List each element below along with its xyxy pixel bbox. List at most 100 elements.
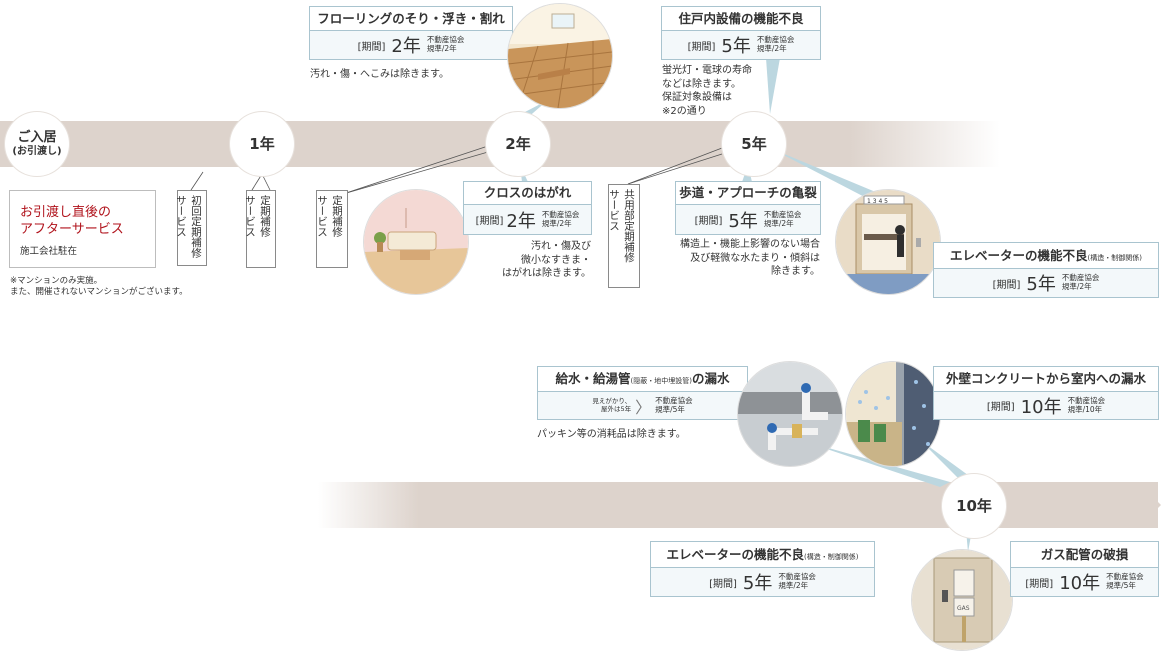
gas-pipe-years: 10年 [1059,573,1101,594]
water-pipe-title-end: の漏水 [691,371,730,386]
timeline-year-5: 5年 [722,112,786,176]
after-service-note-2: また、開催されないマンションがございます。 [10,287,188,298]
equipment-note-4: ※2の通り [662,105,707,117]
exterior-wall-years: 10年 [1020,396,1062,418]
exterior-wall-period-label: [期間] [986,402,1015,413]
elevator5-title: エレベーターの機能不良 [950,248,1088,263]
gas-pipe-std-2: 規準/5年 [1106,581,1136,590]
gas-label-text: GAS [957,605,970,612]
cloth-note: 汚れ・傷及び 微小なすきま・ はがれは除きます。 [497,240,591,281]
equipment-period: [期間] 5年 不動産協会 規準/2年 [662,31,820,59]
flooring-standard: 不動産協会 規準/2年 [427,36,465,53]
elevator5-title-small: (構造・制御関係) [1087,254,1142,262]
elevator5-card: エレベーターの機能不良(構造・制御関係) [期間] 5年 不動産協会 規準/2年 [933,242,1159,298]
equipment-note: 蛍光灯・電球の寿命 などは除きます。 保証対象設備は ※2の通り [662,64,752,118]
equipment-std-2: 規準/2年 [756,44,787,53]
walkway-std-2: 規準/2年 [763,218,794,228]
elevator5-period: [期間] 5年 不動産協会 規準/2年 [934,269,1158,297]
cloth-note-2: 微小なすきま・ [521,254,591,266]
periodic2-line-1: 定期補修 [331,195,343,237]
cloth-card: クロスのはがれ [期間] 2年 不動産協会 規準/2年 [463,181,592,235]
water-pipe-side-2: 屋外は5年 [600,404,632,413]
flooring-years: 2年 [391,36,421,57]
initial-service-line-2: サービス [175,195,187,237]
room-photo [364,190,468,294]
gas-pipe-card: ガス配管の破損 [期間] 10年 不動産協会 規準/5年 [1010,541,1159,597]
periodic-service-label-1: 定期補修 サービス [244,190,276,268]
common-service-label: 共用部定期補修 サービス [608,184,640,288]
cloth-note-3: はがれは除きます。 [502,268,591,279]
move-in-label: ご入居 [17,130,57,146]
water-pipe-std-1: 不動産協会 [655,395,693,405]
exterior-wall-std-2: 規準/10年 [1067,404,1103,414]
initial-service-label: 初回定期補修 サービス [175,190,207,266]
elevator10-standard: 不動産協会 規準/2年 [778,573,816,590]
walkway-period: [期間] 5年 不動産協会 規準/2年 [676,205,820,234]
equipment-note-3: 保証対象設備は [662,92,732,103]
flooring-photo [508,4,612,108]
cloth-note-1: 汚れ・傷及び [531,241,591,252]
water-pipe-note: パッキン等の消耗品は除きます。 [537,429,686,440]
gas-pipe-title: ガス配管の破損 [1011,542,1158,568]
timeline-year-10: 10年 [942,474,1006,538]
walkway-std-1: 不動産協会 [763,209,802,219]
walkway-note-2: 及び軽微な水たまり・傾斜は [690,252,820,264]
periodic1-line-2: サービス [244,195,256,237]
periodic1-line-1: 定期補修 [259,195,271,237]
equipment-standard: 不動産協会 規準/2年 [757,36,795,53]
gas-pipe-std-1: 不動産協会 [1106,572,1144,582]
elevator-photo-top: 1 3 4 5 [836,190,940,294]
periodic2-line-2: サービス [316,195,328,237]
elevator-floor-text: 1 3 4 5 [867,198,888,205]
after-service-box: お引渡し直後の アフターサービス 施工会社駐在 [9,190,156,268]
move-in-sub: (お引渡し) [12,145,62,157]
elevator5-title-row: エレベーターの機能不良(構造・制御関係) [934,243,1158,269]
after-service-note: ※マンションのみ実施。 また、開催されないマンションがございます。 [10,276,188,299]
flooring-std-1: 不動産協会 [426,35,465,45]
water-pipe-side-1: 見えがかり、 [592,396,632,405]
cloth-years: 2年 [506,210,536,232]
walkway-card: 歩道・アプローチの亀裂 [期間] 5年 不動産協会 規準/2年 [675,181,821,235]
exterior-wall-std-1: 不動産協会 [1067,395,1106,405]
exterior-wall-period: [期間] 10年 不動産協会 規準/10年 [934,392,1158,419]
flooring-period: [期間] 2年 不動産協会 規準/2年 [310,31,512,59]
elevator10-period-label: [期間] [709,578,737,590]
elevator5-standard: 不動産協会 規準/2年 [1062,274,1100,291]
timeline-move-in: ご入居 (お引渡し) [5,112,69,176]
exterior-wall-standard: 不動産協会 規準/10年 [1067,395,1106,414]
equipment-note-1: 蛍光灯・電球の寿命 [662,65,752,76]
water-pipe-standard: 不動産協会 規準/5年 [655,395,693,414]
elevator10-period: [期間] 5年 不動産協会 規準/2年 [651,568,874,596]
elevator5-std-1: 不動産協会 [1061,273,1100,283]
gas-pipe-period-label: [期間] [1025,578,1054,590]
gas-pipe-standard: 不動産協会 規準/5年 [1106,573,1144,590]
cloth-period: [期間] 2年 不動産協会 規準/2年 [464,205,591,234]
gas-pipe-period: [期間] 10年 不動産協会 規準/5年 [1011,568,1158,596]
elevator10-card: エレベーターの機能不良(構造・制御関係) [期間] 5年 不動産協会 規準/2年 [650,541,875,597]
cloth-std-2: 規準/2年 [541,218,572,228]
elevator10-title-row: エレベーターの機能不良(構造・制御関係) [651,542,874,568]
exterior-wall-photo [846,362,940,466]
cloth-std-1: 不動産協会 [541,209,580,219]
walkway-title: 歩道・アプローチの亀裂 [676,182,820,205]
equipment-note-2: などは除きます。 [662,78,741,90]
initial-service-line-1: 初回定期補修 [190,195,202,258]
flooring-note: 汚れ・傷・へこみは除きます。 [310,69,449,80]
equipment-years: 5年 [721,36,751,57]
year-2-label: 2年 [505,134,531,153]
cloth-title: クロスのはがれ [464,182,591,205]
equipment-title: 住戸内設備の機能不良 [662,7,820,31]
year-5-label: 5年 [741,134,767,153]
elevator10-std-1: 不動産協会 [778,572,816,582]
exterior-wall-illustration [846,362,940,466]
elevator5-years: 5年 [1026,274,1056,295]
walkway-note-3: 除きます。 [771,266,820,277]
elevator10-title-small: (構造・制御関係) [804,553,859,561]
timeline-year-2: 2年 [486,112,550,176]
water-pipe-period: 見えがかり、 屋外は5年 〉 不動産協会 規準/5年 [538,392,747,419]
water-pipe-card: 給水・給湯管(隠蔽・地中埋設管)の漏水 見えがかり、 屋外は5年 〉 不動産協会… [537,366,748,420]
year-1-label: 1年 [249,134,275,153]
elevator-illustration: 1 3 4 5 [836,190,940,294]
walkway-standard: 不動産協会 規準/2年 [763,209,802,228]
